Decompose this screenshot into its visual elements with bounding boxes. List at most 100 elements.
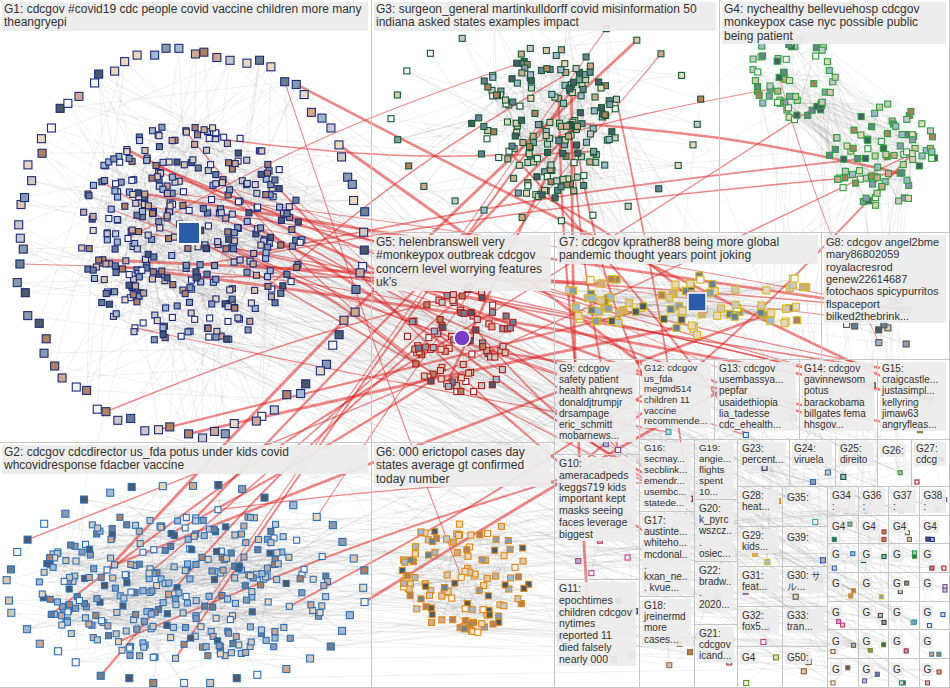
- vertex-icon: [768, 310, 775, 317]
- vertex-icon: [112, 188, 118, 194]
- weighted-edge: [533, 89, 770, 142]
- vertex-icon: [124, 522, 130, 528]
- group-panel: G12: cdcgov us_fda megmd514 children 11 …: [640, 360, 715, 440]
- vertex-icon: [151, 547, 157, 553]
- vertex-icon: [566, 133, 572, 139]
- vertex-icon: [94, 637, 100, 643]
- vertex-icon: [202, 603, 208, 609]
- vertex-icon: [352, 285, 360, 293]
- vertex-icon: [276, 186, 282, 192]
- vertex-icon: [587, 159, 593, 165]
- vertex-icon: [339, 627, 346, 634]
- vertex-icon: [625, 300, 632, 307]
- vertex-icon: [103, 261, 109, 267]
- vertex-icon: [774, 99, 780, 105]
- vertex-icon: [149, 276, 155, 282]
- vertex-icon: [774, 58, 780, 64]
- vertex-icon: [207, 315, 213, 321]
- group-label: G14: cdcgov gavinnewsom potus barackobam…: [802, 362, 874, 431]
- vertex-icon: [247, 624, 253, 630]
- vertex-icon: [456, 521, 462, 527]
- group-label: G: [891, 577, 903, 590]
- group-label: G: [922, 548, 934, 561]
- vertex-icon: [228, 650, 234, 656]
- group-label: G: [830, 577, 842, 590]
- vertex-icon: [524, 190, 530, 196]
- vertex-icon: [842, 168, 848, 174]
- vertex-icon: [612, 135, 618, 141]
- vertex-icon: [293, 197, 299, 203]
- group-panel: G4: [828, 516, 859, 545]
- vertex-icon: [858, 114, 864, 120]
- group-label: G: [891, 606, 903, 619]
- vertex-icon: [835, 176, 841, 182]
- vertex-icon: [186, 207, 192, 213]
- vertex-icon: [173, 602, 179, 608]
- vertex-icon: [929, 134, 935, 140]
- vertex-icon: [93, 405, 101, 413]
- vertex-icon: [916, 163, 922, 169]
- group-label: G18: jreinermd more cases...: [642, 599, 691, 646]
- group-label: G: [922, 606, 934, 619]
- vertex-icon: [937, 652, 941, 656]
- vertex-icon: [267, 63, 275, 71]
- vertex-icon: [479, 294, 485, 300]
- group-label: G: [861, 548, 873, 561]
- vertex-icon: [908, 109, 914, 115]
- edge-layer: [7, 22, 945, 683]
- vertex-icon: [926, 537, 930, 541]
- vertex-icon: [274, 576, 280, 582]
- vertex-icon: [687, 280, 694, 287]
- group-panel: G: [920, 631, 950, 660]
- vertex-icon: [194, 132, 200, 138]
- vertex-icon: [142, 191, 148, 197]
- vertex-icon: [458, 375, 464, 381]
- group-label: G26:: [880, 444, 906, 457]
- vertex-icon: [213, 615, 219, 621]
- vertex-icon: [140, 320, 146, 326]
- vertex-icon: [136, 229, 142, 235]
- vertex-icon: [429, 538, 435, 544]
- vertex-icon: [587, 131, 593, 137]
- vertex-icon: [752, 78, 758, 84]
- vertex-icon: [122, 572, 128, 578]
- weighted-edge: [118, 465, 605, 641]
- vertex-icon: [150, 623, 156, 629]
- vertex-icon: [265, 161, 271, 167]
- vertex-icon: [840, 185, 846, 191]
- vertex-icon: [697, 276, 704, 283]
- vertex-icon: [231, 238, 237, 244]
- vertex-icon: [479, 383, 485, 389]
- vertex-icon: [126, 155, 132, 161]
- vertex-icon: [141, 644, 147, 650]
- vertex-icon: [560, 176, 566, 182]
- vertex-icon: [413, 361, 419, 367]
- vertex-icon: [340, 316, 348, 324]
- vertex-icon: [300, 91, 308, 99]
- vertex-icon: [255, 204, 261, 210]
- vertex-icon: [694, 121, 700, 127]
- vertex-icon: [467, 620, 473, 626]
- vertex-icon: [512, 133, 518, 139]
- vertex-icon: [679, 307, 686, 314]
- vertex-icon: [102, 178, 108, 184]
- vertex-icon: [412, 575, 418, 581]
- vertex-icon: [281, 625, 287, 631]
- vertex-icon: [111, 67, 119, 75]
- vertex-icon: [63, 558, 69, 564]
- vertex-icon: [615, 319, 622, 326]
- vertex-icon: [201, 533, 207, 539]
- vertex-icon: [119, 266, 125, 272]
- group-panel: G: [828, 573, 859, 602]
- vertex-icon: [439, 299, 445, 305]
- vertex-icon: [132, 283, 138, 289]
- vertex-icon: [548, 179, 554, 185]
- vertex-icon: [146, 570, 152, 576]
- vertex-icon: [166, 580, 172, 586]
- vertex-icon: [477, 532, 483, 538]
- vertex-icon: [205, 325, 211, 331]
- vertex-icon: [404, 573, 410, 579]
- vertex-icon: [834, 135, 840, 141]
- group-panel: G: [920, 544, 950, 573]
- vertex-icon: [81, 209, 87, 215]
